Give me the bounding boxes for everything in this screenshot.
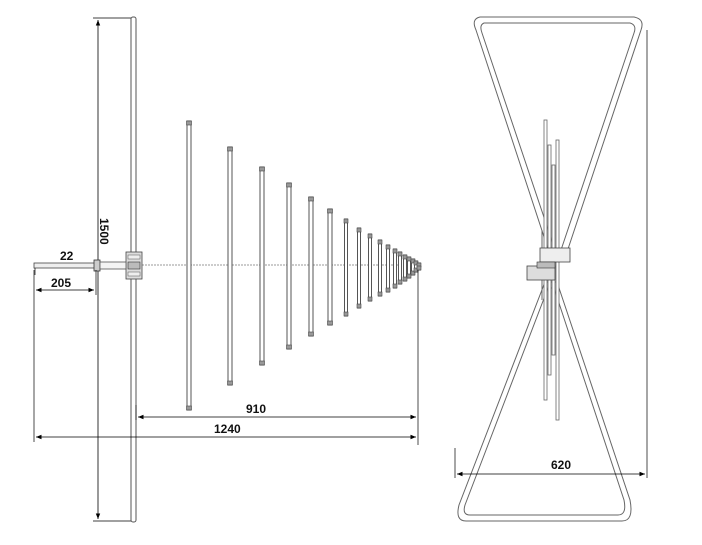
- dipole-end-cap: [410, 270, 416, 276]
- dipole-end-cap: [377, 291, 383, 297]
- dipole-end-cap: [186, 120, 192, 126]
- connector-length-label: 22: [60, 249, 74, 263]
- dipole-end-cap: [186, 405, 192, 411]
- dipole-end-cap: [406, 273, 412, 279]
- dipole-end-cap: [397, 279, 403, 285]
- dipole-element: [308, 196, 314, 337]
- dipole-element: [393, 248, 397, 289]
- dipole-element: [227, 146, 233, 386]
- dipole-end-cap: [343, 311, 349, 317]
- front-hub: [526, 247, 571, 281]
- mounting-clamp: [125, 251, 143, 280]
- dipole-end-cap: [286, 182, 292, 188]
- dipole-end-cap: [392, 248, 398, 254]
- lpda-elements: [186, 120, 422, 411]
- dipole-element: [368, 233, 372, 302]
- dipole-end-cap: [327, 320, 333, 326]
- dimension-total-length: 1240: [36, 422, 416, 440]
- dipole-end-cap: [406, 256, 412, 262]
- dipole-end-cap: [227, 146, 233, 152]
- dipole-end-cap: [416, 265, 422, 271]
- dipole-element: [286, 182, 292, 350]
- dipole-end-cap: [385, 244, 391, 250]
- dipole-element: [398, 251, 402, 285]
- dipole-element: [327, 208, 333, 326]
- dipole-end-cap: [327, 208, 333, 214]
- dimension-width: 620: [454, 30, 648, 478]
- dipole-end-cap: [259, 166, 265, 172]
- dipole-end-cap: [385, 287, 391, 293]
- front-view: 620: [454, 16, 648, 522]
- dipole-element: [259, 166, 265, 366]
- dipole-end-cap: [377, 239, 383, 245]
- dipole-end-cap: [392, 283, 398, 289]
- dipole-end-cap: [397, 251, 403, 257]
- dipole-end-cap: [259, 360, 265, 366]
- total-length-label: 1240: [214, 422, 241, 436]
- width-label: 620: [551, 458, 571, 472]
- rear-length-label: 205: [51, 276, 71, 290]
- dipole-end-cap: [367, 296, 373, 302]
- dimension-connector-length: 22: [34, 249, 74, 275]
- overall-height-label: 1500: [97, 218, 111, 245]
- dipole-end-cap: [356, 227, 362, 233]
- side-view: 1500 22 205: [33, 16, 422, 523]
- dipole-end-cap: [402, 276, 408, 282]
- dipole-end-cap: [402, 254, 408, 260]
- dipole-end-cap: [286, 344, 292, 350]
- dipole-element: [386, 244, 390, 293]
- dipole-element: [357, 227, 361, 309]
- dipole-end-cap: [308, 196, 314, 202]
- rear-connector: [33, 259, 127, 272]
- bowtie-frame-outer-bottom: [457, 281, 632, 522]
- dipole-element: [344, 218, 348, 317]
- dipole-end-cap: [367, 233, 373, 239]
- lpda-length-label: 910: [246, 402, 266, 416]
- dimension-rear-length: 205: [33, 270, 97, 442]
- dimension-lpda-length: 910: [135, 270, 419, 445]
- dipole-end-cap: [227, 380, 233, 386]
- dipole-end-cap: [308, 331, 314, 337]
- dipole-end-cap: [356, 303, 362, 309]
- bowtie-frame-inner-bottom: [463, 287, 626, 516]
- dipole-end-cap: [343, 218, 349, 224]
- dipole-element: [186, 120, 192, 411]
- dipole-element: [378, 239, 382, 297]
